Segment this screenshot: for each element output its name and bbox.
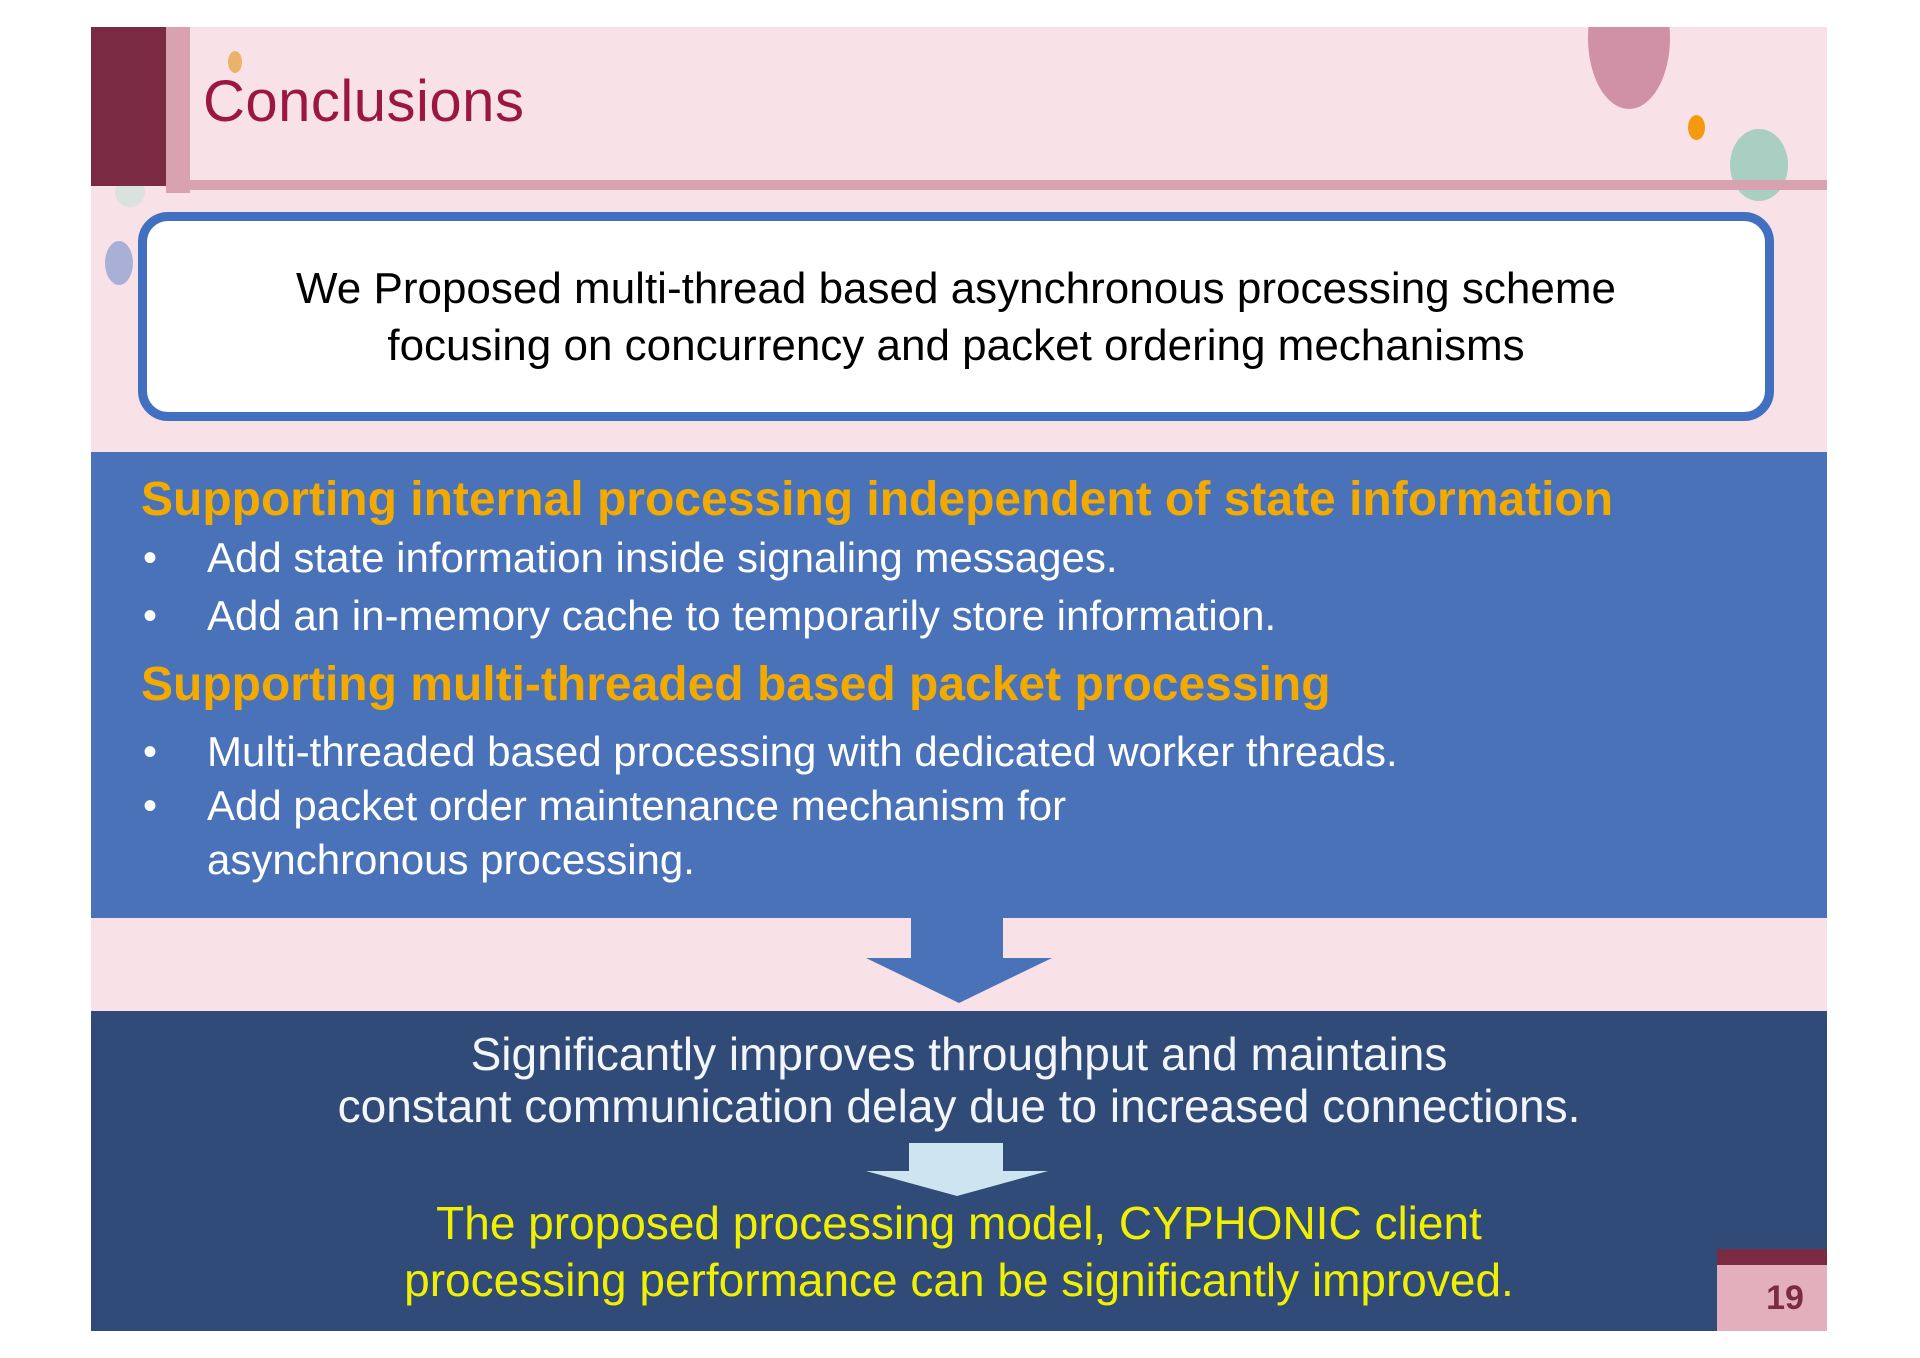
summary-line-2: focusing on concurrency and packet order… [387,320,1525,370]
summary-box: We Proposed multi-thread based asynchron… [138,212,1774,421]
conclusion-line-2: processing performance can be significan… [404,1254,1514,1306]
result-text: Significantly improves throughput and ma… [91,1028,1827,1132]
summary-line-1: We Proposed multi-thread based asynchron… [296,263,1616,313]
bullet-icon: • [143,784,158,828]
result-panel: Significantly improves throughput and ma… [91,1011,1827,1331]
page-number: 19 [1766,1278,1804,1317]
header-rose-strip [166,27,190,193]
bullet-text: Add an in-memory cache to temporarily st… [207,592,1277,639]
bullet-icon: • [143,730,158,774]
slide-canvas: Conclusions We Proposed multi-thread bas… [91,27,1827,1331]
bullet-icon: • [143,594,158,638]
header-rose-underline [190,180,1827,190]
bullet-icon: • [143,536,158,580]
conclusion-text: The proposed processing model, CYPHONIC … [91,1195,1827,1309]
lavender-circle-decoration [105,241,133,285]
section-heading-multi-threaded: Supporting multi-threaded based packet p… [141,658,1331,711]
down-arrow-small-icon [866,1143,1048,1196]
bullet-text: Multi-threaded based processing with ded… [207,728,1398,775]
list-item: • Add an in-memory cache to temporarily … [143,588,1276,644]
header-maroon-block [91,27,166,186]
conclusion-line-1: The proposed processing model, CYPHONIC … [436,1197,1482,1249]
list-item: • Add state information inside signaling… [143,530,1118,586]
section-heading-state-information: Supporting internal processing independe… [141,473,1614,526]
result-line-1: Significantly improves throughput and ma… [470,1028,1448,1080]
list-item: • Add packet order maintenance mechanism… [143,779,1066,887]
bullet-text: Add packet order maintenance mechanism f… [207,782,1067,883]
teal-ellipse-decoration [1730,129,1788,201]
down-arrow-icon [866,916,1052,1003]
dusty-pink-ellipse-decoration [1588,27,1670,109]
page-badge-bar [1717,1249,1827,1265]
content-panel: Supporting internal processing independe… [91,452,1827,918]
page-number-badge: 19 [1717,1249,1827,1331]
list-item: • Multi-threaded based processing with d… [143,724,1398,780]
tan-dot-decoration [228,51,242,73]
bullet-text: Add state information inside signaling m… [207,534,1118,581]
slide-title: Conclusions [203,69,525,134]
orange-dot-decoration [1688,115,1705,140]
result-line-2: constant communication delay due to incr… [337,1080,1581,1132]
